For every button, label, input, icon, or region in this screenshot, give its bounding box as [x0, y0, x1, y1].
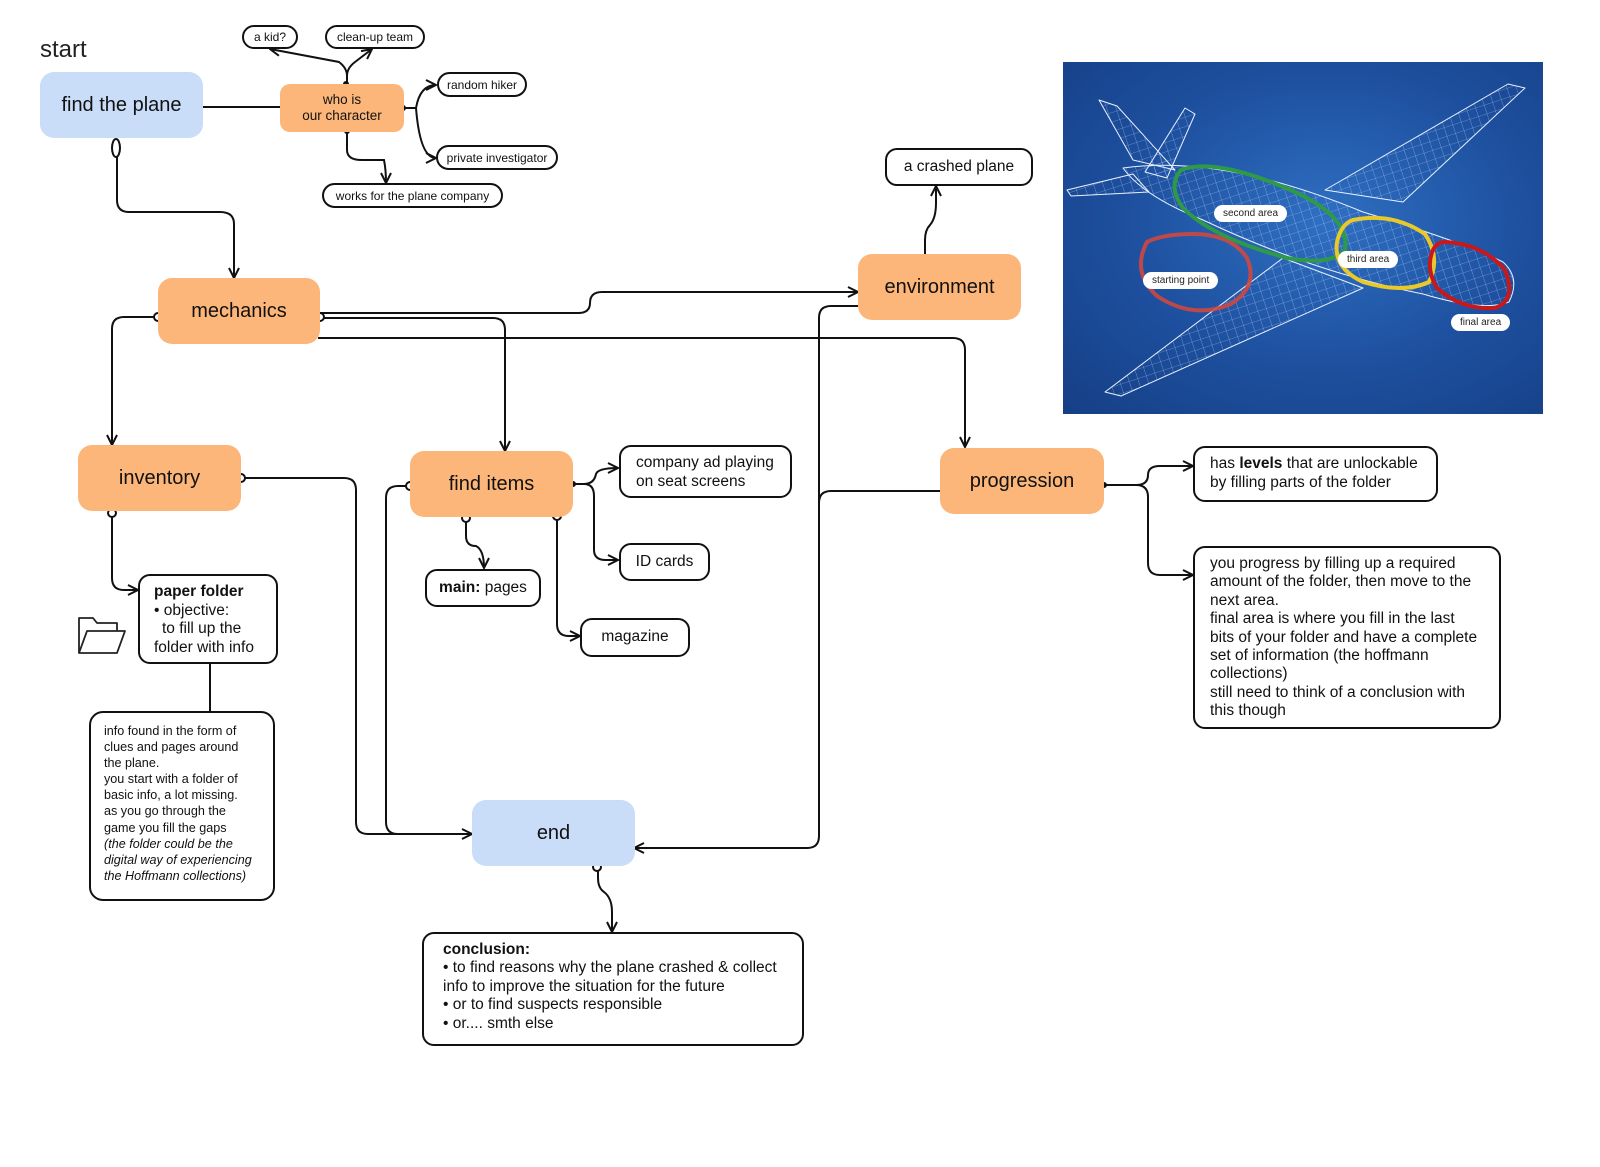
connector-to-hiker	[404, 85, 436, 109]
levels-post: that are unlockable	[1282, 455, 1418, 472]
info-found-note: info found in the form of clues and page…	[89, 711, 275, 901]
plane-upper-wing	[1324, 83, 1526, 203]
area-starting-point-outline	[1139, 231, 1253, 313]
area-second-outline	[1172, 164, 1348, 263]
progress-note-line: bits of your folder and have a complete	[1210, 628, 1478, 646]
connector-to-progression	[318, 337, 965, 447]
area-final-outline	[1427, 240, 1512, 311]
id-cards-note: ID cards	[619, 543, 710, 581]
connector-to-crashed-plane	[924, 186, 936, 258]
info-note-line: info found in the form of	[104, 724, 237, 738]
info-note-line: as you go through the	[104, 804, 226, 819]
paper-folder-title: paper folder	[154, 583, 244, 600]
end-node[interactable]: end	[472, 800, 635, 866]
third-area-tag: third area	[1338, 251, 1399, 268]
progress-note-line: still need to think of a conclusion with	[1210, 683, 1466, 701]
our-character-line: our character	[302, 108, 382, 123]
info-note-italic-line: the Hoffmann collections)	[104, 868, 247, 883]
progress-note-line: amount of the folder, then move to the	[1210, 573, 1472, 591]
find-the-plane-node[interactable]: find the plane	[40, 72, 203, 138]
starting-point-tag: starting point	[1143, 272, 1219, 289]
plane-wireframe-image: starting point second area third area fi…	[1063, 62, 1543, 414]
info-note-line: basic info, a lot missing.	[104, 788, 238, 803]
option-clean-up-team[interactable]: clean-up team	[325, 25, 425, 49]
mechanics-node[interactable]: mechanics	[158, 278, 320, 344]
conclusion-title: conclusion:	[443, 941, 530, 958]
info-note-line: clues and pages around	[104, 740, 239, 755]
connector-progression-end	[818, 490, 940, 504]
final-area-tag: final area	[1451, 314, 1511, 331]
levels-bold: levels	[1239, 455, 1283, 472]
progress-note-line: next area.	[1210, 591, 1279, 609]
crashed-plane-note: a crashed plane	[885, 148, 1033, 186]
levels-note: has levels that are unlockable by fillin…	[1193, 446, 1438, 502]
option-random-hiker[interactable]: random hiker	[437, 72, 527, 97]
paper-folder-note: paper folder • objective: to fill up the…	[138, 574, 278, 664]
progress-note-line: collections)	[1210, 665, 1288, 683]
levels-line: has levels that are unlockable	[1210, 455, 1421, 474]
conclusion-line: • to find reasons why the plane crashed …	[443, 959, 777, 977]
paper-folder-line: to fill up the	[162, 620, 242, 637]
company-ad-line: company ad playing	[636, 454, 774, 471]
plane-fuselage	[1122, 164, 1515, 307]
option-a-kid[interactable]: a kid?	[242, 25, 298, 49]
option-private-investigator[interactable]: private investigator	[436, 145, 558, 170]
pages-label: pages	[480, 578, 527, 596]
conclusion-note: conclusion: • to find reasons why the pl…	[422, 932, 804, 1046]
conclusion-line: • or to find suspects responsible	[443, 996, 663, 1014]
magazine-note: magazine	[580, 618, 690, 657]
start-label: start	[40, 36, 87, 63]
info-note-italic-line: digital way of experiencing	[104, 852, 252, 867]
progress-note-line: you progress by filling up a required	[1210, 555, 1456, 572]
inventory-node[interactable]: inventory	[78, 445, 241, 511]
progress-note: you progress by filling up a required am…	[1193, 546, 1501, 729]
option-works-for-plane-company[interactable]: works for the plane company	[322, 183, 503, 208]
connector-to-levels-note	[1104, 466, 1193, 486]
who-is-line: who is	[322, 92, 362, 107]
plane-lower-wing	[1104, 257, 1364, 397]
main-pages-note: main: pages	[425, 569, 541, 607]
main-label: main:	[439, 578, 481, 596]
second-area-tag: second area	[1214, 205, 1288, 222]
environment-node[interactable]: environment	[858, 254, 1021, 320]
paper-folder-line: • objective:	[154, 601, 230, 619]
connector-to-investigator	[404, 107, 436, 158]
connector-to-main-pages	[465, 518, 484, 568]
company-ad-note: company ad playing on seat screens	[619, 445, 792, 498]
connector-to-id-cards	[573, 483, 618, 560]
folder-icon	[77, 614, 127, 656]
who-is-our-character-node[interactable]: who is our character	[280, 84, 404, 132]
conclusion-line: • or.... smth else	[443, 1014, 554, 1032]
connector-to-cleanup	[346, 49, 372, 84]
connector-to-paper-folder	[111, 512, 138, 590]
paper-folder-line: folder with info	[154, 638, 254, 656]
info-note-line: game you fill the gaps	[104, 820, 227, 835]
levels-line-2: by filling parts of the folder	[1210, 473, 1391, 491]
connector-to-magazine	[556, 516, 580, 636]
connector-to-mechanics	[116, 147, 234, 278]
connector-to-progress-note	[1104, 484, 1193, 575]
connector-to-find-items	[320, 317, 505, 451]
connector-items-end	[385, 485, 472, 835]
levels-pre: has	[1210, 455, 1240, 472]
connector-to-conclusion	[597, 866, 612, 932]
progression-node[interactable]: progression	[940, 448, 1104, 514]
company-ad-line: on seat screens	[636, 472, 746, 490]
port-find-plane	[111, 138, 121, 158]
connector-to-kid	[270, 49, 348, 84]
info-note-line: the plane.	[104, 756, 160, 771]
info-note-italic-line: (the folder could be the	[104, 836, 233, 851]
connector-to-company-ad	[573, 468, 618, 485]
find-items-node[interactable]: find items	[410, 451, 573, 517]
info-note-line: you start with a folder of	[104, 772, 238, 787]
connector-to-environment	[320, 292, 858, 314]
area-third-outline	[1334, 215, 1437, 290]
progress-note-line: set of information (the hoffmann	[1210, 647, 1429, 665]
conclusion-line: info to improve the situation for the fu…	[443, 977, 725, 995]
progress-note-line: final area is where you fill in the last	[1210, 610, 1455, 628]
connector-to-inventory	[112, 316, 158, 445]
progress-note-line: this though	[1210, 702, 1286, 720]
connector-to-company	[346, 132, 386, 183]
